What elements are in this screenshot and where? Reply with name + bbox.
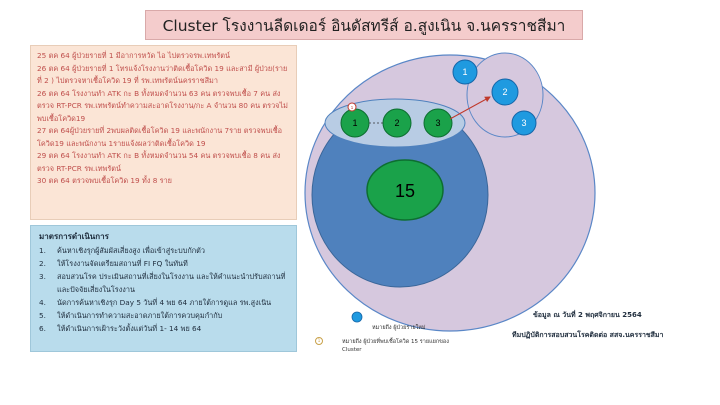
corner-mark: 1 [315, 337, 323, 345]
measures-panel: มาตรการดำเนินการ 1. ค้นหาเชิงรุกผู้สัมผั… [30, 225, 297, 352]
measure-number: 4. [39, 298, 46, 307]
contact-node [511, 110, 537, 136]
legend-new-case-note: หมายถึง ผู้ป่วยรายใหม่ [372, 325, 426, 331]
measure-item: 1. ค้นหาเชิงรุกผู้สัมผัสเสี่ยงสูง เพื่อเ… [39, 244, 288, 257]
measure-text: ให้ดำเนินการทำความสะอาดภายใต้การควบคุมกำ… [57, 311, 223, 320]
measure-number: 2. [39, 259, 46, 268]
legend-new-case-dot [351, 311, 363, 323]
main-cluster-node-label: 15 [395, 181, 415, 201]
timeline-entry: 26 ตค 64 โรงงานทำ ATK กะ B ทั้งหมดจำนวน … [37, 88, 288, 123]
measure-text: ค้นหาเชิงรุกผู้สัมผัสเสี่ยงสูง เพื่อเข้า… [57, 246, 206, 255]
contact-node-label: 2 [502, 87, 507, 97]
measure-text: สอบสวนโรค ประเมินสถานที่เสี่ยงในโรงงาน แ… [57, 272, 286, 294]
main-cluster-node [366, 159, 444, 221]
legend-cluster-note-cont: Cluster [342, 347, 362, 353]
chain-node [423, 108, 453, 138]
measure-item: 3. สอบสวนโรค ประเมินสถานที่เสี่ยงในโรงงา… [39, 270, 288, 296]
chain-node-label: 1 [352, 118, 357, 128]
measure-text: ให้โรงงานจัดเตรียมสถานที่ FI FQ ในทันที [57, 259, 188, 268]
measure-item: 5. ให้ดำเนินการทำความสะอาดภายใต้การควบคุ… [39, 309, 288, 322]
measure-text: ให้ดำเนินการเฝ้าระวังตั้งแต่วันที่ 1- 14… [57, 324, 202, 333]
cluster-diagram: 1 2 3 1 2 3 1 15 [304, 52, 596, 332]
measure-item: 6. ให้ดำเนินการเฝ้าระวังตั้งแต่วันที่ 1-… [39, 322, 288, 335]
transmission-arrow [449, 96, 491, 120]
timeline-entry: 25 ตค 64 ผู้ป่วยรายที่ 1 มีอาการหวัด ไอ … [37, 51, 231, 60]
timeline-entry: 26 ตค 64 ผู้ป่วยรายที่ 1 โทรแจ้งโรงงานว่… [37, 63, 288, 86]
measure-number: 1. [39, 246, 46, 255]
timeline-entry: 29 ตค 64 โรงงานทำ ATK กะ B ทั้งหมดจำนวน … [37, 151, 281, 173]
chain-node-label: 3 [435, 118, 440, 128]
legend-cluster-note: หมายถึง ผู้ป่วยที่พบเชื้อโควิด 15 รายแยก… [342, 339, 449, 345]
index-case-marker-label: 1 [351, 105, 354, 110]
measures-heading: มาตรการดำเนินการ [39, 232, 109, 241]
measure-number: 3. [39, 272, 46, 281]
team-label: ทีมปฏิบัติการสอบสวนโรคติดต่อ สสจ.นครราชส… [512, 331, 664, 339]
contact-node-label: 3 [521, 118, 526, 128]
timeline-entry: 27 ตค 64ผู้ป่วยรายที่ 2พบผลติดเชื้อโควิด… [37, 126, 283, 148]
slide-title: Cluster โรงงานลีดเดอร์ อินดัสทรีส์ อ.สูง… [145, 10, 583, 40]
contact-node-label: 1 [462, 67, 467, 77]
index-case-marker [347, 102, 357, 112]
measure-number: 5. [39, 311, 46, 320]
timeline-panel: 25 ตค 64 ผู้ป่วยรายที่ 1 มีอาการหวัด ไอ … [30, 45, 297, 220]
data-date-label: ข้อมูล ณ วันที่ 2 พฤศจิกายน 2564 [533, 311, 642, 319]
measure-text: นัดการค้นหาเชิงรุก Day 5 วันที่ 4 พย 64 … [57, 298, 272, 307]
measure-item: 4. นัดการค้นหาเชิงรุก Day 5 วันที่ 4 พย … [39, 296, 288, 309]
chain-node-label: 2 [394, 118, 399, 128]
contact-node [452, 59, 478, 85]
measure-number: 6. [39, 324, 46, 333]
timeline-entry: 30 ตค 64 ตรวจพบเชื้อโควิด 19 ทั้ง 8 ราย [37, 176, 172, 185]
measure-item: 2. ให้โรงงานจัดเตรียมสถานที่ FI FQ ในทัน… [39, 257, 288, 270]
contact-node [491, 78, 519, 106]
